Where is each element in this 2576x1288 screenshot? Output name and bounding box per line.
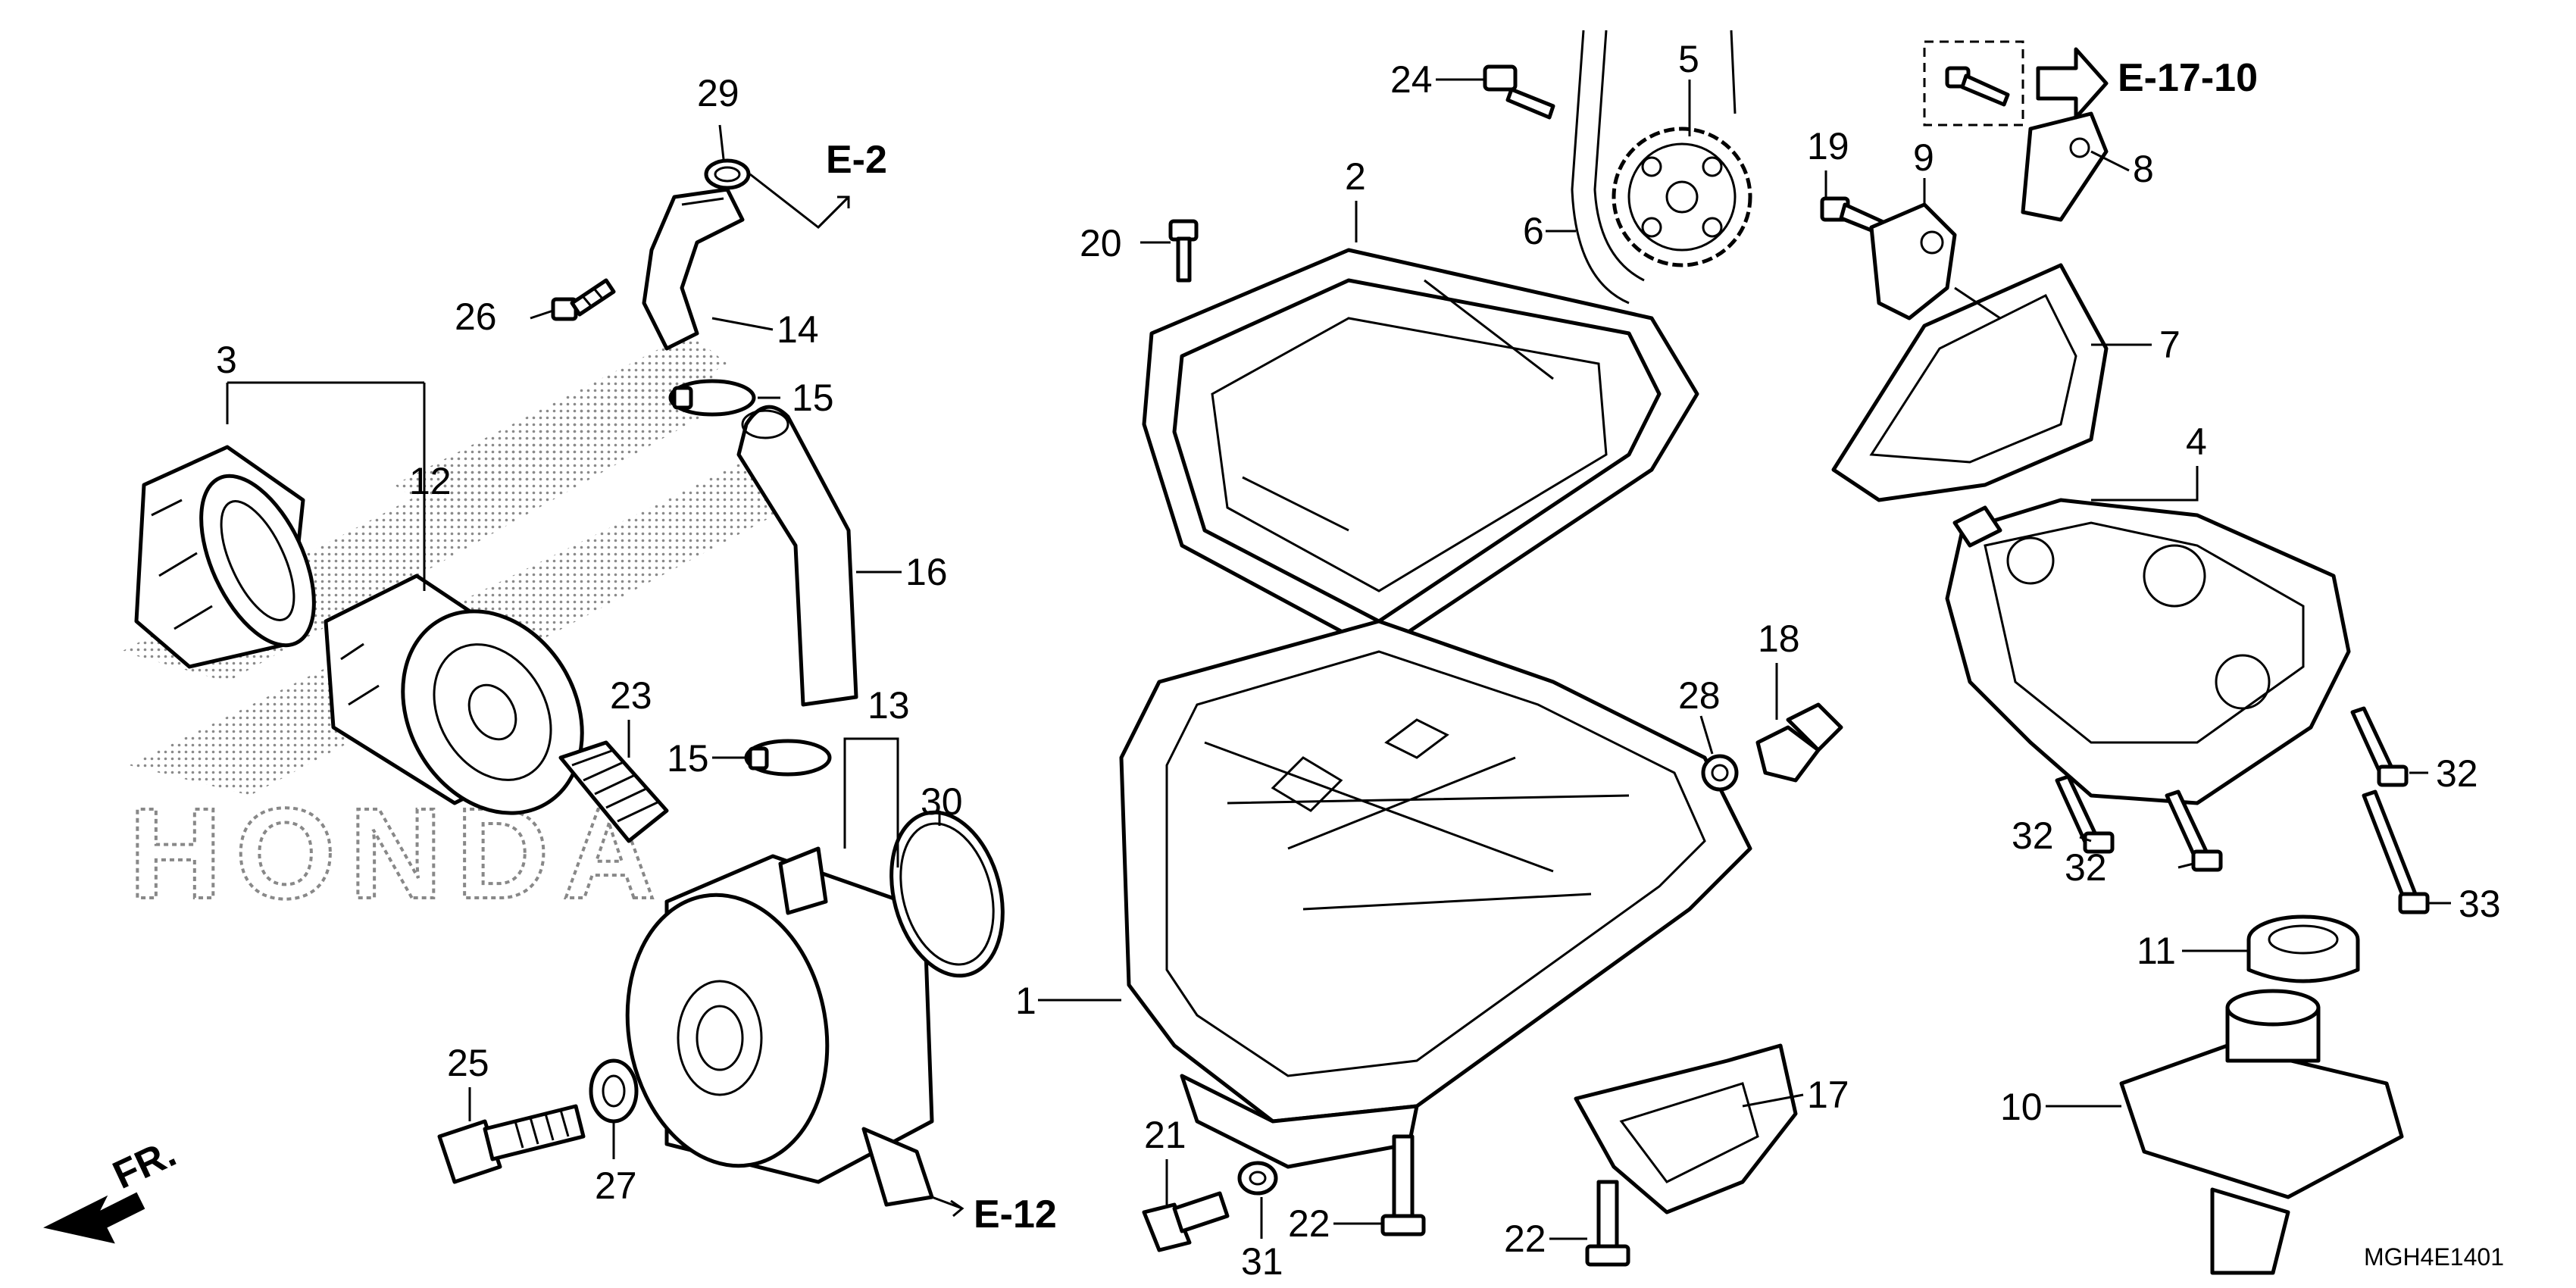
callout-3: 3 xyxy=(216,339,237,381)
oil-cooler-part-13 xyxy=(625,846,934,1207)
callout-24: 24 xyxy=(1390,58,1433,101)
callout-numbers: 1 2 3 4 5 6 7 8 9 10 11 12 13 14 15 15 1… xyxy=(216,38,2501,1283)
oil-pump-part-4 xyxy=(1945,498,2351,805)
callout-22-left: 22 xyxy=(1288,1202,1330,1245)
callout-5: 5 xyxy=(1678,38,1699,80)
reference-e12: E-12 xyxy=(974,1193,1057,1236)
callout-21: 21 xyxy=(1144,1114,1186,1156)
hose-clamp-part-15-upper xyxy=(668,379,756,417)
front-direction-arrow: FR. xyxy=(43,1131,183,1244)
callout-22-right: 22 xyxy=(1504,1218,1546,1260)
bolt-part-32-b xyxy=(2055,774,2115,854)
sprocket-part-5 xyxy=(1612,127,1752,267)
baffle-plate-part-17 xyxy=(1574,1043,1798,1215)
chain-tensioner-part-9 xyxy=(1869,202,1957,320)
pump-gasket-part-7 xyxy=(1831,263,2109,502)
callout-13: 13 xyxy=(868,684,910,727)
callout-7: 7 xyxy=(2159,324,2181,366)
oil-pan-gasket-part-2 xyxy=(1142,248,1699,654)
callout-28: 28 xyxy=(1678,674,1721,717)
callout-12: 12 xyxy=(409,460,452,502)
oil-hose-part-16 xyxy=(736,405,858,707)
drain-bolt-part-21 xyxy=(1142,1191,1230,1252)
flange-bolt-part-22-right xyxy=(1585,1180,1630,1267)
flange-bolt-part-22-left xyxy=(1380,1134,1426,1236)
honda-watermark-text: HONDA xyxy=(129,782,669,926)
callout-9: 9 xyxy=(1913,136,1934,179)
reference-e2: E-2 xyxy=(826,138,887,182)
callout-31: 31 xyxy=(1241,1240,1283,1283)
oil-strainer-part-10 xyxy=(2119,989,2404,1275)
bolt-part-26 xyxy=(551,278,616,321)
leader-lines xyxy=(226,78,2451,1240)
reference-labels: E-2 E-12 E-17-10 xyxy=(826,56,2258,1236)
reference-arrows xyxy=(817,47,2109,1218)
callout-26: 26 xyxy=(455,295,497,338)
callout-17: 17 xyxy=(1807,1074,1849,1116)
callout-19: 19 xyxy=(1807,125,1849,167)
bolt-part-32-c xyxy=(2165,789,2223,872)
callout-1: 1 xyxy=(1015,980,1036,1022)
callout-20: 20 xyxy=(1080,222,1122,264)
chain-guide-part-8 xyxy=(2021,111,2109,222)
sealing-washer-part-31 xyxy=(1237,1161,1278,1196)
callout-33: 33 xyxy=(2459,883,2501,925)
bolt-part-20 xyxy=(1168,219,1199,283)
reference-e17-10: E-17-10 xyxy=(2118,56,2258,100)
callout-6: 6 xyxy=(1523,210,1544,252)
gasket-part-30 xyxy=(889,810,1005,978)
bolt-part-24 xyxy=(1483,64,1555,120)
oil-pan-part-1 xyxy=(1119,619,1752,1169)
o-ring-part-29 xyxy=(704,158,751,190)
callout-15-upper: 15 xyxy=(792,377,834,419)
callout-32-right: 32 xyxy=(2436,752,2478,795)
bolt-part-33 xyxy=(2362,789,2430,914)
callout-32-left: 32 xyxy=(2012,814,2054,857)
washer-part-27 xyxy=(589,1058,639,1124)
callout-15-lower: 15 xyxy=(667,737,709,780)
callout-29: 29 xyxy=(697,72,739,114)
washer-part-28 xyxy=(1701,754,1739,792)
callout-18: 18 xyxy=(1758,617,1800,660)
spring-part-23 xyxy=(558,740,669,843)
filter-cover-part-3 xyxy=(134,445,316,669)
reference-bolt xyxy=(1923,40,2024,127)
sensor-part-18 xyxy=(1755,702,1843,783)
bolt-part-25 xyxy=(437,1104,586,1184)
hose-clamp-part-15-lower xyxy=(744,739,832,777)
seal-part-11 xyxy=(2246,914,2360,983)
callout-8: 8 xyxy=(2133,148,2154,190)
callout-10: 10 xyxy=(2000,1086,2043,1128)
front-marker-label: FR. xyxy=(107,1131,183,1198)
callout-11: 11 xyxy=(2137,930,2176,972)
callout-25: 25 xyxy=(447,1042,489,1084)
callout-23: 23 xyxy=(610,674,652,717)
callout-14: 14 xyxy=(777,308,819,351)
callout-16: 16 xyxy=(905,551,948,593)
oil-filter-part-12 xyxy=(324,574,584,815)
drive-chain-part-6 xyxy=(1571,30,1737,305)
callout-4: 4 xyxy=(2186,420,2207,463)
callout-2: 2 xyxy=(1345,155,1366,198)
callout-32-middle: 32 xyxy=(2065,846,2107,889)
diagram-code: MGH4E1401 xyxy=(2364,1243,2504,1271)
bolt-part-32-a xyxy=(2350,706,2409,787)
callout-30: 30 xyxy=(921,780,963,823)
callout-27: 27 xyxy=(595,1165,637,1207)
oil-pipe-part-14 xyxy=(642,187,745,351)
